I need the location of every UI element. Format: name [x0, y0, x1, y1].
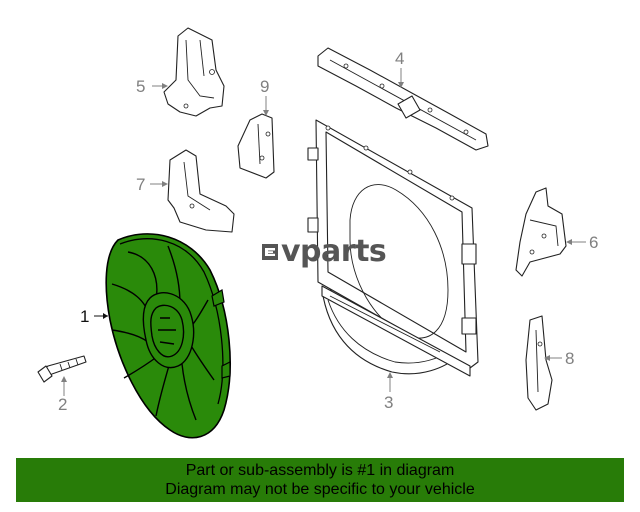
upper-left-bracket	[163, 27, 225, 117]
callout-7[interactable]: 7	[136, 175, 145, 194]
info-banner: Part or sub-assembly is #1 in diagram Di…	[16, 458, 624, 502]
right-side-bracket	[515, 187, 567, 277]
callout-8[interactable]: 8	[565, 349, 574, 368]
callout-leaders	[61, 68, 586, 396]
left-side-bracket	[167, 149, 235, 233]
callout-9[interactable]: 9	[260, 77, 269, 96]
ev-logo-icon	[262, 244, 278, 260]
watermark: vparts	[262, 234, 387, 270]
callout-1[interactable]: 1	[80, 307, 89, 326]
banner-line-1: Part or sub-assembly is #1 in diagram	[185, 462, 455, 479]
banner-line-2: Diagram may not be specific to your vehi…	[165, 481, 475, 498]
callout-5[interactable]: 5	[136, 77, 145, 96]
right-lower-bracket	[525, 315, 553, 411]
watermark-text: vparts	[281, 234, 387, 269]
small-bracket	[237, 113, 275, 179]
upper-mount-bar	[317, 47, 489, 151]
cooling-fan	[105, 233, 231, 439]
callout-6[interactable]: 6	[589, 233, 598, 252]
callout-4[interactable]: 4	[395, 49, 404, 68]
radiator-assembly	[307, 119, 479, 377]
callout-2[interactable]: 2	[58, 395, 67, 414]
callout-3[interactable]: 3	[384, 393, 393, 412]
bolt	[37, 355, 87, 383]
